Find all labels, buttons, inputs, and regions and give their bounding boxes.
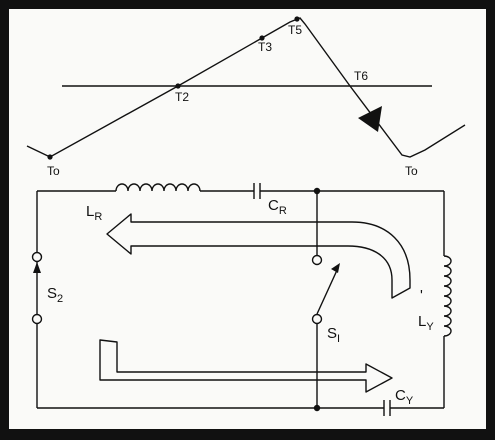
- circuit: [31, 183, 452, 416]
- point-t3: [259, 35, 265, 41]
- label-cy: CY: [395, 387, 414, 407]
- label-ly: LY: [418, 313, 434, 333]
- switch-s1-top-contact: [311, 254, 323, 266]
- label-s1: SI: [327, 325, 340, 345]
- switch-s1-blade: [316, 267, 339, 315]
- switch-s2-bottom-contact: [31, 313, 43, 325]
- label-cr: CR: [268, 197, 287, 217]
- label-t5: T5: [288, 23, 302, 37]
- label-t2: T2: [175, 90, 189, 104]
- sweep-waveform: [26, 17, 466, 158]
- switch-s2-arrow-icon: [33, 262, 41, 273]
- switch-s1-arrow-icon: [331, 263, 340, 273]
- current-loop-arrow-upper: [106, 213, 411, 299]
- switch-s1-bottom-contact: [311, 313, 323, 325]
- inductor-ly: [443, 255, 452, 337]
- inner-panel: [9, 9, 486, 429]
- label-t3: T3: [258, 40, 272, 54]
- label-t0-start: To: [47, 164, 60, 178]
- inductor-lr: [115, 183, 201, 192]
- label-ly-mark: ': [420, 287, 423, 304]
- point-t0-start: [47, 154, 53, 160]
- junction-bottom: [313, 404, 321, 412]
- switch-s2-top-contact: [31, 251, 43, 263]
- direction-arrow-icon: [358, 106, 382, 132]
- waveform: [26, 17, 466, 158]
- label-t0-end: To: [405, 164, 418, 178]
- label-s2: S2: [47, 285, 63, 305]
- junction-top: [313, 187, 321, 195]
- label-t6: T6: [354, 69, 368, 83]
- waveform-points: [47, 16, 300, 160]
- point-t2: [175, 83, 181, 89]
- point-t5: [294, 16, 300, 22]
- label-lr: LR: [86, 203, 102, 223]
- current-loop-arrow-lower: [99, 339, 393, 393]
